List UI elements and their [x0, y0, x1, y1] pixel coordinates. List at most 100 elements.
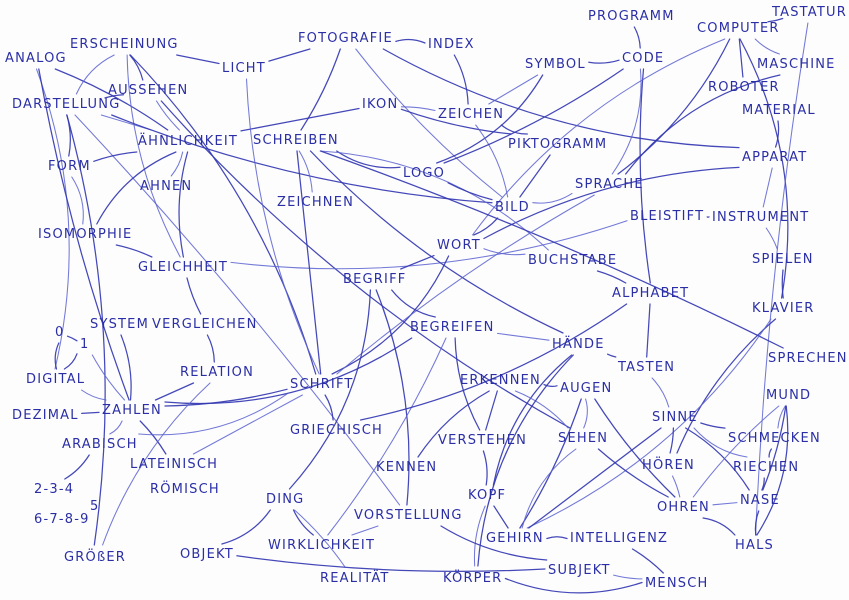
connection-tastatur-hals [755, 22, 809, 536]
connection-begreifen-haende [496, 332, 550, 341]
connection-kopf-koerper [473, 505, 486, 567]
word-vorstellung: VORSTELLUNG [354, 508, 463, 523]
connection-zeichen-bild [475, 124, 509, 198]
word-form: FORM [48, 159, 91, 174]
word-vergleichen: VERGLEICHEN [152, 317, 258, 332]
word-symbol: SYMBOL [525, 57, 586, 72]
word-schreiben: SCHREIBEN [253, 133, 339, 148]
word-kopf: KOPF [468, 488, 506, 503]
connection-sinne-gehirn [528, 427, 662, 529]
connection-ikon-zeichen [400, 106, 436, 112]
word-tastatur: TASTATUR [771, 5, 847, 20]
connection-begriff-begreifen [391, 289, 436, 318]
connection-computer-sprache [617, 38, 731, 175]
word-index: INDEX [428, 37, 475, 52]
connection-subjekt-vorstellung [440, 525, 548, 561]
word-aussehen: AUSSEHEN [108, 83, 188, 98]
connection-zahlen-schrift [164, 388, 288, 407]
connection-symbol-code [588, 59, 620, 64]
connection-darstellung-bild [111, 114, 493, 204]
word-mensch: MENSCH [645, 576, 708, 591]
word-roboter: ROBOTER [708, 80, 780, 95]
connection-computer-tastatur [767, 17, 784, 23]
connection-index-zeichen [453, 54, 469, 105]
connection-symbol-zeichen [488, 74, 539, 105]
connection-mund-ohren [692, 405, 780, 498]
word-sprache: SPRACHE [575, 177, 644, 192]
word-sinne: SINNE [652, 410, 698, 425]
connection-augen-gehirn [519, 398, 582, 529]
connection-gehirn-intelligenz [546, 536, 568, 540]
word-ahnen: AHNEN [140, 179, 192, 194]
word-computer: COMPUTER [697, 21, 780, 36]
connection-erscheinung-licht [176, 54, 220, 65]
connection-fotografie-bild [355, 48, 503, 198]
word-subjekt: SUBJEKT [548, 563, 611, 578]
connection-lateinisch-schrift [192, 394, 303, 455]
connection-kopf-gehirn [493, 505, 509, 529]
connection-zahlen-lateinisch [139, 420, 167, 455]
word-alphabet: ALPHABET [612, 286, 689, 301]
connection-aehnlichkeit-gleichheit [178, 151, 189, 258]
connection-bild-wort [473, 217, 499, 236]
connection-haende-tasten [606, 353, 617, 358]
word-tasten: TASTEN [617, 360, 675, 375]
connection-lines [35, 17, 809, 594]
word-erscheinung: ERSCHEINUNG [70, 37, 179, 52]
connection-begreifen-verstehen [454, 337, 481, 431]
word-haende: HÄNDE [552, 336, 605, 352]
connection-ding-objekt [221, 509, 271, 545]
connection-sinne-schmecken [700, 422, 726, 429]
word-griechisch: GRIECHISCH [290, 423, 383, 438]
connection-zahlen-system [120, 334, 132, 401]
connection-ohren-hals [702, 517, 736, 536]
connection-nase-hals [754, 510, 760, 536]
connection-schreiben-sprechen [319, 150, 784, 349]
connection-ding-begriff [288, 289, 372, 490]
word-ohren: OHREN [657, 500, 710, 515]
connection-erscheinung-aussehen [129, 54, 144, 81]
connection-ding-wirklichkeit [292, 509, 314, 536]
connection-analog-digital [35, 68, 70, 370]
word-bleistift: BLEISTIFT [630, 209, 704, 224]
connection-relation-zahlen [154, 382, 195, 401]
word-piktogramm: PIKTOGRAMM [508, 137, 607, 152]
word-zahlen: ZAHLEN [102, 403, 162, 418]
connection-code-programm [633, 26, 641, 49]
word-zeichen: ZEICHEN [438, 107, 504, 122]
connection-fotografie-index [395, 38, 426, 44]
connection-objekt-subjekt [236, 555, 546, 572]
connection-code-logo [443, 68, 624, 164]
connection-darstellung-groesser [66, 114, 106, 546]
connection-tasten-alphabet [646, 303, 651, 358]
connection-isomorphie-gleichheit [115, 244, 153, 258]
word-hoeren: HÖREN [642, 456, 695, 473]
word-sehen: SEHEN [558, 431, 608, 446]
connection-buchstabe-alphabet [596, 270, 627, 284]
connection-schreiben-schrift [296, 150, 322, 375]
connection-schreiben-haende [309, 150, 564, 334]
connection-begreifen-wirklichkeit [327, 337, 447, 536]
word-labels: ANALOGERSCHEINUNGAUSSEHENDARSTELLUNGÄHNL… [5, 5, 847, 591]
word-begriff: BEGRIFF [343, 272, 406, 287]
connection-computer-wort [471, 38, 726, 236]
word-licht: LICHT [222, 61, 266, 76]
word-buchstabe: BUCHSTABE [528, 253, 617, 268]
word-augen: AUGEN [560, 381, 612, 396]
connection-sinne-hoeren [669, 427, 675, 454]
word-schmecken: SCHMECKEN [728, 431, 821, 446]
connection-sinne-nase [684, 427, 750, 491]
connection-koerper-mensch [504, 577, 643, 594]
word-gehirn: GEHIRN [486, 531, 544, 546]
connection-gleichheit-bleistift [230, 220, 628, 270]
connection-sprache-schrift [336, 194, 595, 375]
word-darstellung: DARSTELLUNG [12, 97, 120, 112]
word-relation: RELATION [180, 365, 254, 380]
connection-schreiben-logo [336, 150, 401, 169]
connection-apparat-instrument [762, 167, 773, 208]
word-nase: NASE [740, 493, 780, 508]
connection-gleichheit-vergleichen [186, 277, 202, 315]
connection-koerper-haende [477, 354, 574, 567]
word-ziffern2: 6-7-8-9 [34, 512, 90, 527]
